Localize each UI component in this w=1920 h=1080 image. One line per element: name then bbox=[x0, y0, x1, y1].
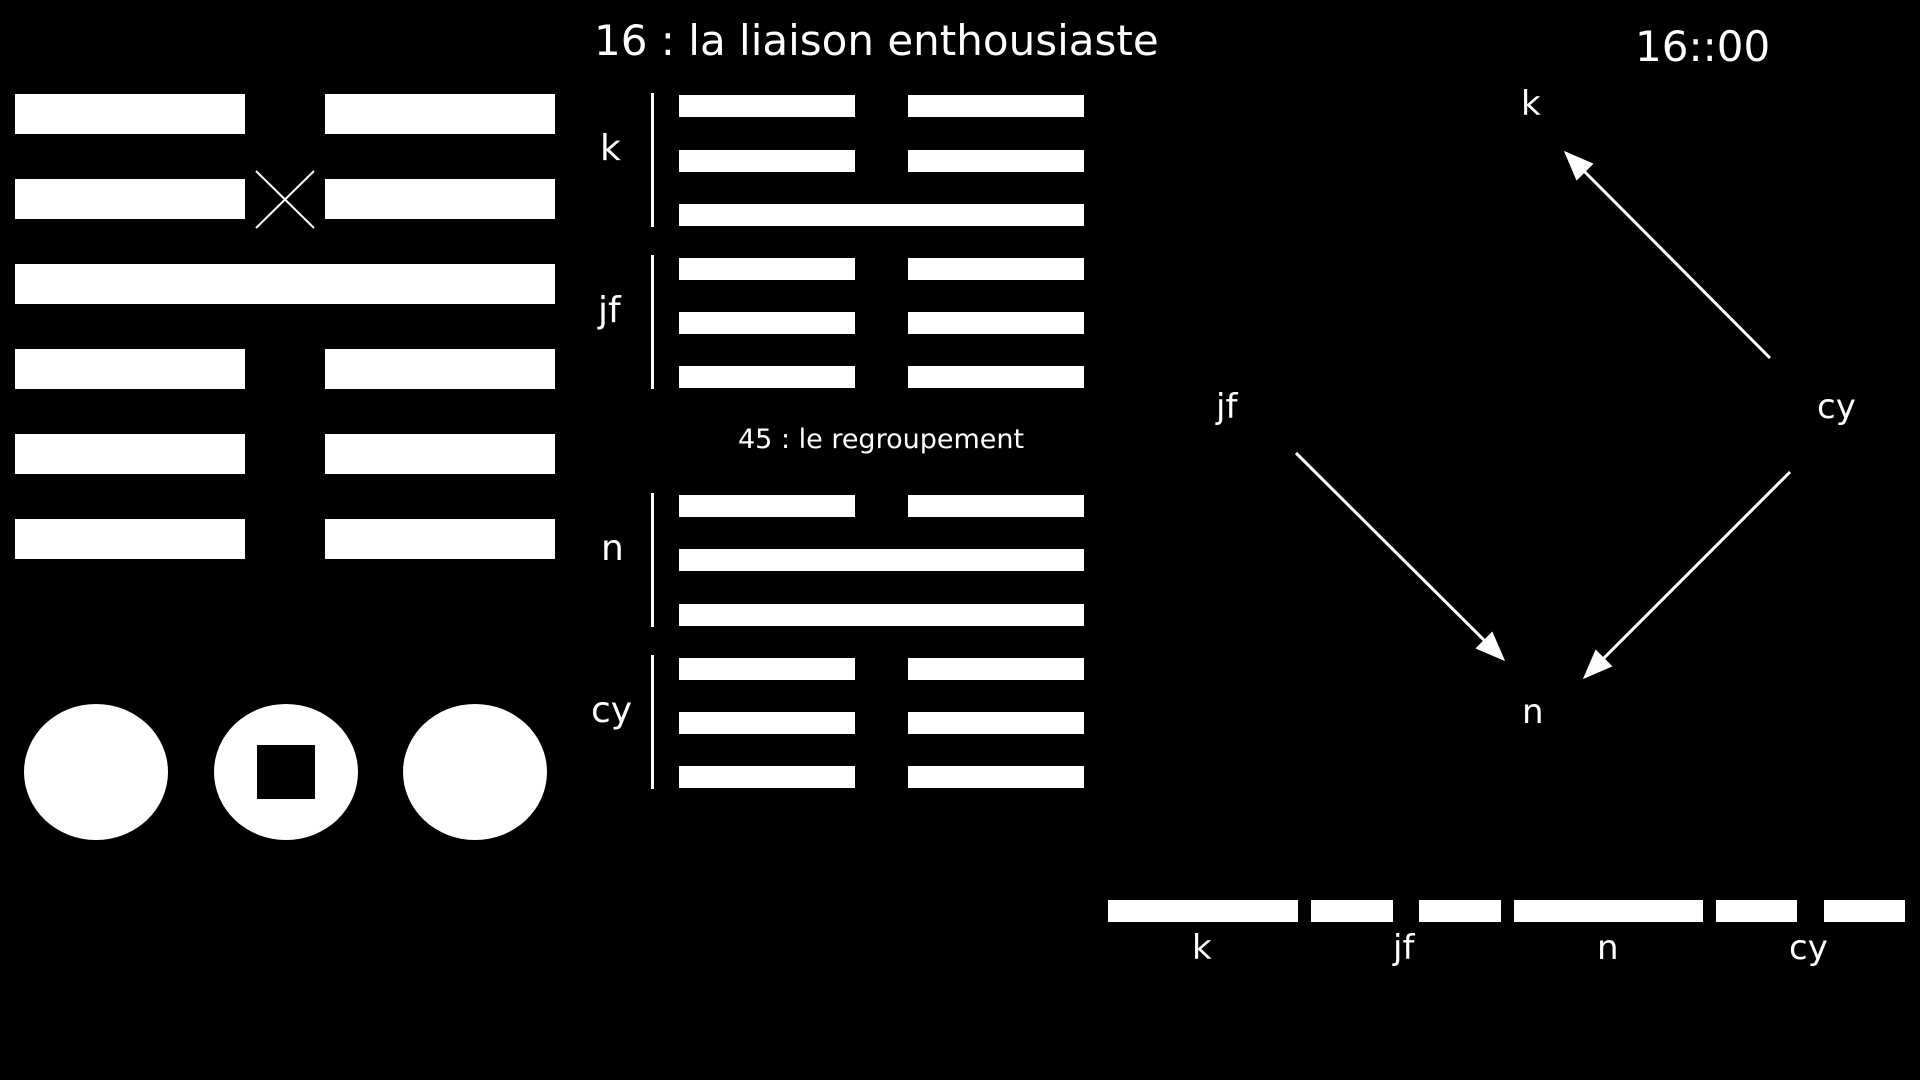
hexagram-line-1-left bbox=[15, 94, 245, 134]
trigram-label: k bbox=[600, 128, 621, 169]
strip-bar-cy-left bbox=[1716, 900, 1797, 922]
hexagram-line-4-left bbox=[15, 349, 245, 389]
trigram-line bbox=[679, 204, 1084, 226]
coin-1 bbox=[24, 704, 168, 840]
hexagram-line-4-right bbox=[325, 349, 555, 389]
hexagram-line-5-right bbox=[325, 434, 555, 474]
coin-square-hole-icon bbox=[257, 745, 315, 799]
trigram-line bbox=[908, 712, 1084, 734]
hexagram-line-6-left bbox=[15, 519, 245, 559]
strip-label-k: k bbox=[1192, 928, 1212, 968]
trigram-line bbox=[908, 658, 1084, 680]
hexagram-line-5-left bbox=[15, 434, 245, 474]
trigram-line bbox=[679, 604, 1084, 626]
trigram-line bbox=[908, 258, 1084, 280]
arrow-jf-to-n bbox=[1294, 451, 1506, 662]
subtitle: 45 : le regroupement bbox=[738, 424, 1025, 455]
clock-readout: 16::00 bbox=[1635, 22, 1771, 71]
trigram-line bbox=[679, 312, 855, 334]
trigram-label: n bbox=[601, 528, 624, 569]
arrow-cy-to-k bbox=[1563, 150, 1772, 360]
strip-bar-cy-right bbox=[1824, 900, 1905, 922]
trigram-line bbox=[679, 495, 855, 517]
trigram-line bbox=[908, 150, 1084, 172]
strip-bar-jf-left bbox=[1311, 900, 1393, 922]
coin-3 bbox=[403, 704, 547, 840]
trigram-line bbox=[679, 366, 855, 388]
hexagram-line-6-right bbox=[325, 519, 555, 559]
trigram-line bbox=[679, 549, 1084, 571]
strip-bar-k bbox=[1108, 900, 1298, 922]
trigram-line bbox=[679, 258, 855, 280]
trigram-line bbox=[908, 495, 1084, 517]
strip-bar-jf-right bbox=[1419, 900, 1501, 922]
hexagram-line-3 bbox=[15, 264, 555, 304]
trigram-line bbox=[679, 658, 855, 680]
node-label-left: jf bbox=[1216, 387, 1238, 427]
trigram-line bbox=[908, 366, 1084, 388]
trigram-line bbox=[679, 150, 855, 172]
trigram-bracket bbox=[651, 93, 654, 227]
trigram-line bbox=[908, 95, 1084, 117]
trigram-bracket bbox=[651, 493, 654, 627]
trigram-bracket bbox=[651, 655, 654, 789]
strip-bar-n bbox=[1514, 900, 1703, 922]
trigram-bracket bbox=[651, 255, 654, 389]
trigram-line bbox=[908, 766, 1084, 788]
arrow-cy-to-n bbox=[1582, 470, 1792, 680]
trigram-label: cy bbox=[591, 690, 633, 731]
trigram-line bbox=[679, 766, 855, 788]
hexagram-line-1-right bbox=[325, 94, 555, 134]
hexagram-line-2-right bbox=[325, 179, 555, 219]
node-label-right: cy bbox=[1817, 387, 1856, 427]
strip-label-jf: jf bbox=[1393, 928, 1415, 968]
hexagram-line-2-left bbox=[15, 179, 245, 219]
strip-label-n: n bbox=[1597, 928, 1619, 968]
node-label-top: k bbox=[1521, 84, 1541, 124]
trigram-label: jf bbox=[598, 290, 621, 331]
strip-label-cy: cy bbox=[1789, 928, 1828, 968]
trigram-line bbox=[908, 312, 1084, 334]
trigram-line bbox=[679, 95, 855, 117]
coin-2 bbox=[214, 704, 358, 840]
page-title: 16 : la liaison enthousiaste bbox=[594, 16, 1159, 65]
trigram-line bbox=[679, 712, 855, 734]
node-label-bottom: n bbox=[1522, 692, 1544, 732]
